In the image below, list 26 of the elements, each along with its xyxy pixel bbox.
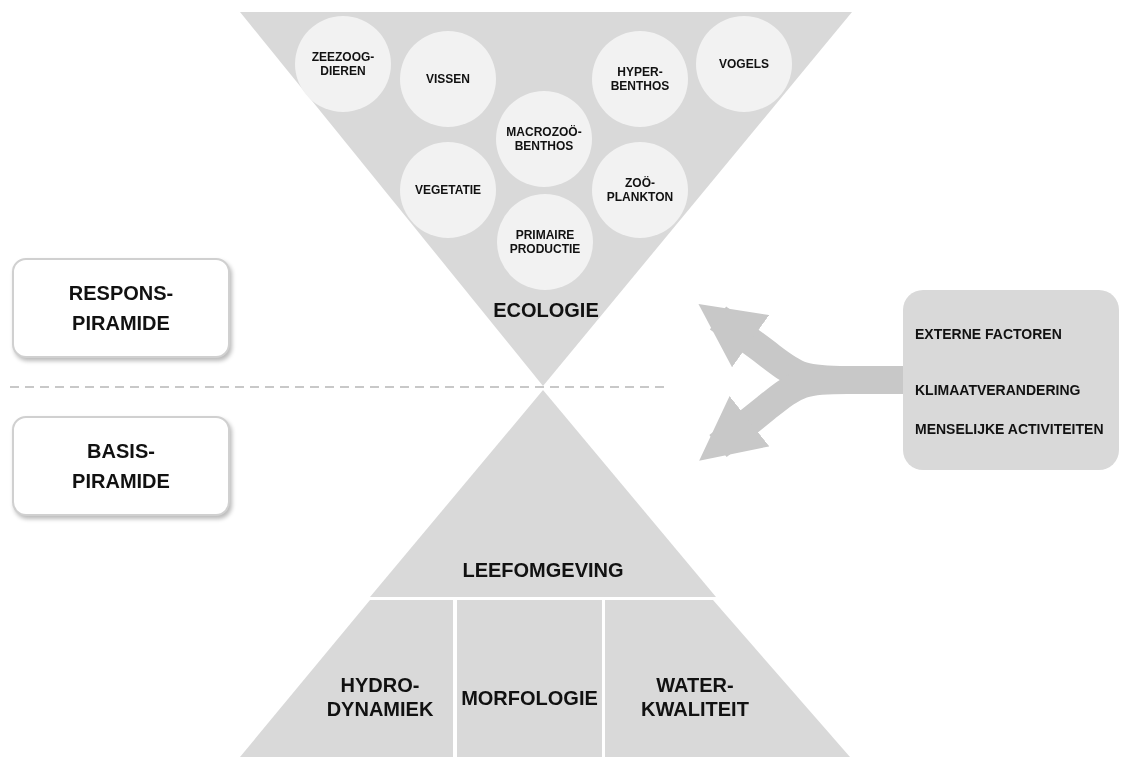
circle-label: ZOÖ- PLANKTON (605, 175, 675, 205)
node-label: LEEFOMGEVING (461, 558, 625, 582)
node-label: WATER- KWALITEIT (640, 673, 750, 721)
pyramid-segment (605, 600, 850, 757)
label-card (12, 258, 230, 358)
node-label: EXTERNE FACTOREN (915, 326, 1063, 343)
label-card (12, 416, 230, 516)
circle-label: MACROZOÖ- BENTHOS (505, 124, 583, 154)
node-label: HYDRO- DYNAMIEK (325, 673, 435, 721)
node-label: BASIS- PIRAMIDE (71, 439, 171, 494)
circle-label: VEGETATIE (413, 182, 483, 198)
pyramid-segment (240, 600, 453, 757)
node-label: ECOLOGIE (492, 298, 600, 322)
circle-label: VISSEN (425, 71, 471, 87)
circle-label: VOGELS (718, 56, 770, 72)
circle-label: ZEEZOOG- DIEREN (310, 49, 376, 79)
node-label: MORFOLOGIE (460, 686, 599, 710)
inverted-pyramid (240, 12, 852, 386)
factor-panel (903, 290, 1119, 470)
pyramid-segment (457, 600, 602, 757)
circle-label: HYPER- BENTHOS (609, 64, 671, 94)
circle-label: PRIMAIRE PRODUCTIE (508, 227, 582, 257)
node-label: RESPONS- PIRAMIDE (67, 281, 175, 336)
pyramid-triangle (370, 390, 716, 597)
node-label: MENSELIJKE ACTIVITEITEN (915, 421, 1105, 438)
node-label: KLIMAATVERANDERING (915, 382, 1082, 399)
